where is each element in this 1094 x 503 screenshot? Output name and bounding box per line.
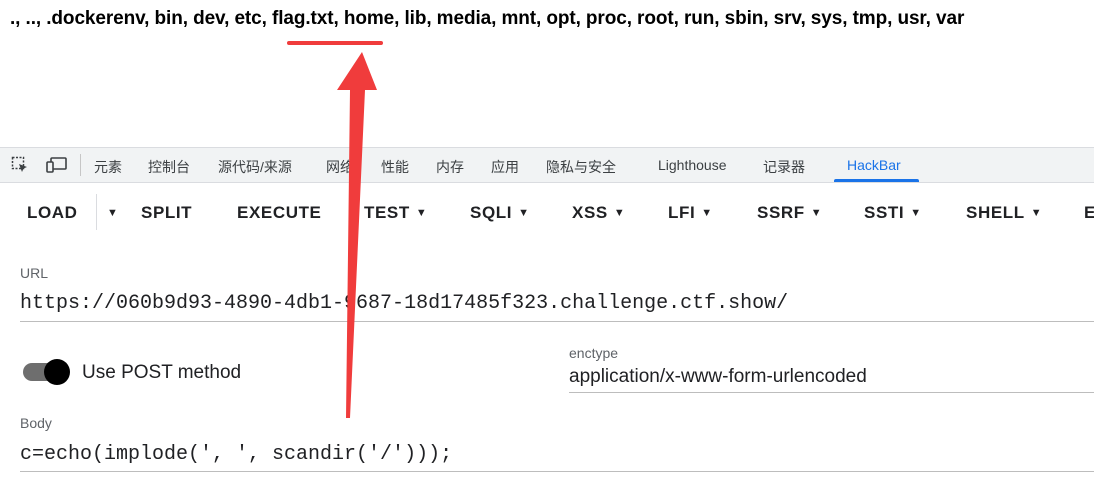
body-input[interactable]: c=echo(implode(', ', scandir('/'))); <box>20 443 453 466</box>
post-toggle-label[interactable]: Use POST method <box>82 362 242 383</box>
body-underline <box>20 471 1094 472</box>
tabbar-separator <box>80 154 81 176</box>
test-label: TEST <box>364 203 410 222</box>
url-label: URL <box>20 265 49 281</box>
execute-button[interactable]: EXECUTE <box>237 203 322 222</box>
output-before: ., .., .dockerenv, bin, dev, etc, <box>10 8 272 29</box>
caret-down-icon: ▼ <box>415 207 428 219</box>
enctype-underline <box>569 392 1094 393</box>
ssrf-menu-button[interactable]: SSRF ▼ <box>757 203 822 223</box>
tab-lighthouse[interactable]: Lighthouse <box>658 157 727 173</box>
active-tab-indicator <box>834 179 919 182</box>
test-menu-button[interactable]: TEST ▼ <box>364 203 427 223</box>
device-toolbar-icon[interactable] <box>46 156 68 174</box>
shell-menu-button[interactable]: SHELL ▼ <box>966 203 1042 223</box>
xss-label: XSS <box>572 203 608 222</box>
hackbar-toolbar: LOAD ▼ SPLIT EXECUTE TEST ▼ SQLI ▼ XSS ▼ LF… <box>0 182 1094 244</box>
caret-down-icon: ▼ <box>107 207 119 219</box>
lfi-menu-button[interactable]: LFI ▼ <box>668 203 713 223</box>
split-button[interactable]: SPLIT <box>141 203 193 222</box>
tab-performance[interactable]: 性能 <box>381 159 409 175</box>
caret-down-icon: ▼ <box>910 207 922 219</box>
caret-down-icon: ▼ <box>613 207 626 219</box>
body-label: Body <box>20 415 52 431</box>
tab-network[interactable]: 网络 <box>326 159 354 175</box>
output-after: , home, lib, media, mnt, opt, proc, root… <box>333 8 965 29</box>
ssti-label: SSTI <box>864 203 905 222</box>
caret-down-icon: ▼ <box>701 207 713 219</box>
output-flag-file: flag.txt <box>271 8 334 29</box>
tab-recorder[interactable]: 记录器 <box>763 159 805 175</box>
more-menu-button[interactable]: E <box>1084 203 1094 222</box>
tab-application[interactable]: 应用 <box>491 159 519 175</box>
inspect-element-icon[interactable] <box>11 156 29 174</box>
ssti-menu-button[interactable]: SSTI ▼ <box>864 203 922 223</box>
tab-hackbar[interactable]: HackBar <box>847 157 901 173</box>
shell-label: SHELL <box>966 203 1025 222</box>
sqli-label: SQLI <box>470 203 513 222</box>
caret-down-icon: ▼ <box>1030 207 1043 219</box>
xss-menu-button[interactable]: XSS ▼ <box>572 203 625 223</box>
url-input[interactable]: https://060b9d93-4890-4db1-9687-18d17485… <box>20 292 789 315</box>
page-output: ., .., .dockerenv, bin, dev, etc, flag.t… <box>10 8 964 30</box>
tab-privacy-security[interactable]: 隐私与安全 <box>546 159 616 175</box>
post-toggle-switch[interactable] <box>44 359 70 385</box>
devtools-tabbar: 元素 控制台 源代码/来源 网络 性能 内存 应用 隐私与安全 Lighthou… <box>0 147 1094 183</box>
tab-console[interactable]: 控制台 <box>148 159 190 175</box>
enctype-select[interactable]: application/x-www-form-urlencoded <box>569 366 867 387</box>
tab-memory[interactable]: 内存 <box>436 159 464 175</box>
load-dropdown-button[interactable]: ▼ <box>101 203 119 223</box>
red-underline-annotation <box>287 41 383 45</box>
lfi-label: LFI <box>668 203 696 222</box>
load-button[interactable]: LOAD <box>27 203 78 222</box>
sqli-menu-button[interactable]: SQLI ▼ <box>470 203 530 223</box>
toolbar-separator <box>96 194 97 230</box>
enctype-label: enctype <box>569 345 619 361</box>
ssrf-label: SSRF <box>757 203 805 222</box>
tab-sources[interactable]: 源代码/来源 <box>218 159 292 175</box>
caret-down-icon: ▼ <box>518 207 530 219</box>
url-underline <box>20 321 1094 322</box>
caret-down-icon: ▼ <box>810 207 823 219</box>
tab-elements[interactable]: 元素 <box>94 159 122 175</box>
